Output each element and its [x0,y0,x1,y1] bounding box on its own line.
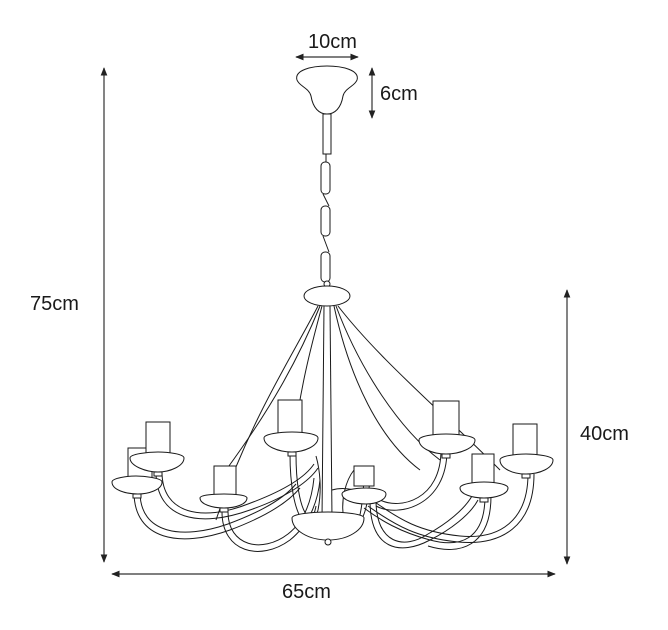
candle-icon [341,465,387,505]
total-height-label: 75cm [30,293,79,315]
candle-icon [499,423,554,479]
central-bowl-icon [291,511,365,541]
total-width-label: 65cm [282,581,331,603]
candle-icon [263,399,319,457]
canopy-icon [296,65,358,115]
dimension-lines [100,53,571,578]
candles [111,399,554,513]
candle-icon [199,465,248,513]
chain-icon [320,154,331,290]
candle-icon [129,421,185,477]
canopy-width-label: 10cm [308,31,357,53]
crown-dish-icon [303,285,351,307]
body-height-label: 40cm [580,423,629,445]
candle-icon [418,400,476,459]
candle-icon [459,453,509,503]
chandelier-lines [111,65,554,552]
canopy-height-label: 6cm [380,83,418,105]
